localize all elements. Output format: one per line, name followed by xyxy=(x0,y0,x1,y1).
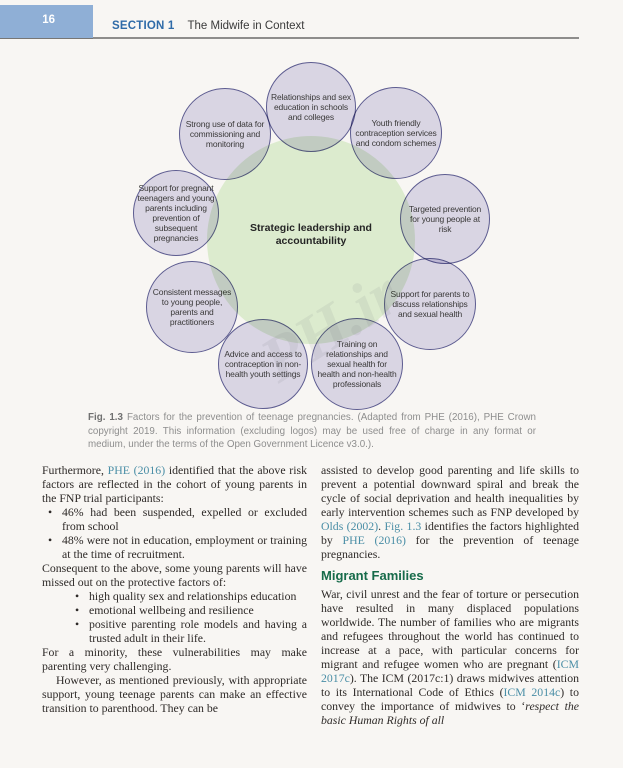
text-run: emotional wellbeing and resilience xyxy=(89,603,254,617)
text-run: ). The ICM (2017c:1) draws midwives atte… xyxy=(321,671,579,699)
circle-strong-use-of-data: Strong use of data for commissioning and… xyxy=(179,88,271,180)
bullet-item: positive parenting role models and havin… xyxy=(69,617,307,645)
paragraph: For a minority, these vulnerabilities ma… xyxy=(42,645,307,673)
bullet-item: 46% had been suspended, expelled or excl… xyxy=(42,505,307,533)
text-run: respect the basic Human Rights of all xyxy=(321,699,579,727)
text-column-right: assisted to develop good parenting and l… xyxy=(321,463,579,727)
citation-link[interactable]: ICM 2017c xyxy=(321,657,579,685)
text-run: for the prevention of teenage pregnancie… xyxy=(321,533,579,561)
text-run: assisted to develop good parenting and l… xyxy=(321,463,579,519)
bullet-item: emotional wellbeing and resilience xyxy=(69,603,307,617)
citation-link[interactable]: Fig. 1.3 xyxy=(384,519,422,533)
citation-link[interactable]: PHE (2016) xyxy=(342,533,406,547)
circle-relationships-sex-education: Relationships and sex education in schoo… xyxy=(266,62,356,152)
text-run: ) to convey the importance of midwives t… xyxy=(321,685,579,713)
text-run: . xyxy=(378,519,385,533)
circle-youth-friendly-contraception: Youth friendly contraception services an… xyxy=(350,87,442,179)
circle-training-relationships: Training on relationships and sexual hea… xyxy=(311,318,403,410)
running-header: SECTION 1 The Midwife in Context xyxy=(112,20,304,32)
circle-support-parents-discuss: Support for parents to discuss relations… xyxy=(384,258,476,350)
text-run: 48% were not in education, employment or… xyxy=(62,533,307,561)
text-run: identified that the above risk factors a… xyxy=(42,463,307,505)
text-run: high quality sex and relationships educa… xyxy=(89,589,297,603)
circle-targeted-prevention: Targeted prevention for young people at … xyxy=(400,174,490,264)
section-label: SECTION 1 xyxy=(112,20,175,32)
figure-1-3: Strategic leadership and accountability … xyxy=(0,40,623,460)
paragraph: War, civil unrest and the fear of tortur… xyxy=(321,587,579,727)
citation-link[interactable]: Olds (2002) xyxy=(321,519,379,533)
paragraph: Furthermore, PHE (2016) identified that … xyxy=(42,463,307,505)
text-run: Consequent to the above, some young pare… xyxy=(42,561,307,589)
text-run: However, as mentioned previously, with a… xyxy=(42,673,307,715)
text-run: 46% had been suspended, expelled or excl… xyxy=(62,505,307,533)
figure-caption-text: Factors for the prevention of teenage pr… xyxy=(88,412,536,451)
paragraph: assisted to develop good parenting and l… xyxy=(321,463,579,561)
paragraph: Consequent to the above, some young pare… xyxy=(42,561,307,589)
circle-support-pregnant-teenagers: Support for pregnant teenagers and young… xyxy=(133,170,219,256)
page-number: 16 xyxy=(42,14,55,26)
text-run: Furthermore, xyxy=(42,463,108,477)
bullet-item: high quality sex and relationships educa… xyxy=(69,589,307,603)
bullet-item: 48% were not in education, employment or… xyxy=(42,533,307,561)
subsection-heading: Migrant Families xyxy=(321,568,424,583)
section-title: The Midwife in Context xyxy=(187,20,305,32)
paragraph: However, as mentioned previously, with a… xyxy=(42,673,307,715)
text-run: identifies the factors highlighted by xyxy=(321,519,579,547)
center-circle-label: Strategic leadership and accountability xyxy=(250,222,372,247)
header-rule xyxy=(0,37,579,39)
text-run: For a minority, these vulnerabilities ma… xyxy=(42,645,307,673)
citation-link[interactable]: PHE (2016) xyxy=(107,463,166,477)
figure-caption-tag: Fig. 1.3 xyxy=(88,412,123,423)
text-run: War, civil unrest and the fear of tortur… xyxy=(321,587,579,671)
text-run: positive parenting role models and havin… xyxy=(89,617,307,645)
page-number-box: 16 xyxy=(0,5,93,38)
circle-advice-access-contraception: Advice and access to contraception in no… xyxy=(218,319,308,409)
text-column-left: Furthermore, PHE (2016) identified that … xyxy=(42,463,307,715)
circle-consistent-messages: Consistent messages to young people, par… xyxy=(146,261,238,353)
citation-link[interactable]: ICM 2014c xyxy=(503,685,561,699)
